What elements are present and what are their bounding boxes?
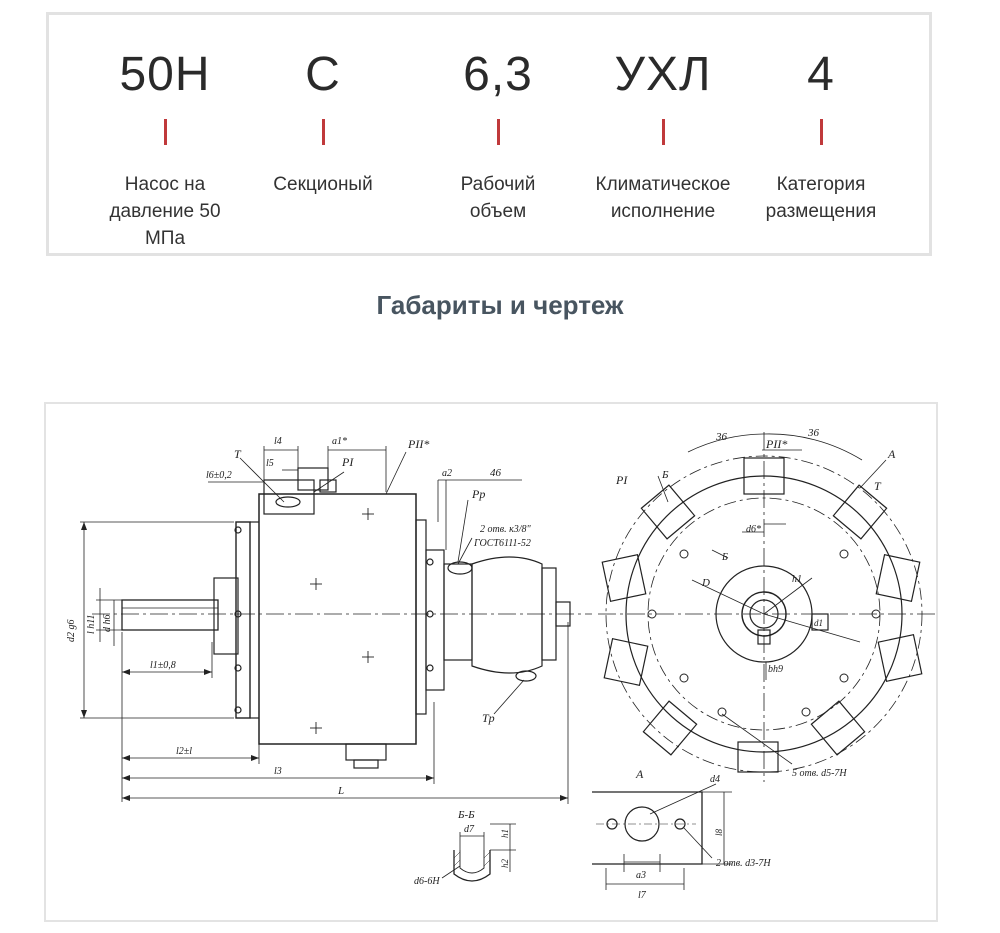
label-PII-top: PII* — [407, 437, 429, 451]
label-PI-top: PI — [341, 455, 354, 469]
label-d1: d1 — [814, 618, 823, 628]
label-36-right: 36 — [807, 427, 820, 439]
designation-description: Рабочий объем — [460, 174, 536, 222]
label-B-small: Б — [721, 552, 728, 563]
label-a2: a2 — [442, 468, 452, 479]
label-BB: Б-Б — [457, 809, 475, 821]
view-a — [592, 783, 732, 890]
label-h1-section: h1 — [500, 829, 510, 838]
label-l2: l2±l — [176, 746, 192, 757]
designation-description: Категория размещения — [765, 174, 877, 222]
label-l4: l4 — [274, 436, 282, 447]
label-46: 46 — [490, 467, 502, 479]
label-l8: l8 — [714, 828, 724, 836]
designation-code: 4 — [807, 48, 835, 101]
label-PI-right: PI — [615, 473, 628, 487]
designation-description: Секционый — [273, 174, 373, 195]
label-Pp: Pp — [471, 487, 485, 501]
label-l5: l5 — [266, 458, 274, 469]
label-d4: d4 — [710, 774, 720, 785]
label-36-left: 36 — [715, 431, 728, 443]
label-Tp: Tp — [482, 711, 495, 725]
label-L: L — [337, 785, 344, 797]
designation-code: 50Н — [119, 48, 211, 101]
designation-card: 50Н Насос на давление 50 МПа С Секционый… — [46, 12, 932, 256]
label-D: D — [701, 577, 710, 589]
section-bb — [441, 823, 516, 882]
label-l1: l1±0,8 — [150, 660, 176, 671]
front-view — [598, 432, 936, 782]
label-h2: h2 — [500, 859, 510, 869]
label-d6-star: d6* — [746, 524, 761, 535]
label-d2g6: d2 g6 — [66, 620, 77, 643]
label-h1-right: h1 — [792, 574, 802, 585]
label-gost: ГОСТ6111-52 — [473, 538, 531, 549]
designation-description: Насос на давление 50 МПа — [109, 174, 221, 249]
red-tick — [164, 119, 167, 145]
label-holes-k: 2 отв. к3/8" — [480, 524, 532, 535]
label-PII-right: PII* — [765, 437, 787, 451]
label-dh6: d h6 — [102, 615, 113, 633]
red-tick — [820, 119, 823, 145]
label-A-arrow: A — [887, 447, 896, 461]
label-B-cut: Б — [661, 469, 669, 481]
label-a1: a1* — [332, 436, 347, 447]
label-l7: l7 — [638, 890, 647, 901]
technical-drawing: T l4 a1* PII* l5 PI l6±0,2 a2 46 Pp 2 от… — [66, 427, 936, 901]
designation-code: С — [305, 48, 341, 101]
label-T-right: T — [874, 479, 882, 493]
section-title: Габариты и чертеж — [376, 290, 624, 320]
label-l3: l3 — [274, 766, 282, 777]
label-d7: d7 — [464, 824, 475, 835]
designation-description: Климатическое исполнение — [595, 174, 731, 222]
label-l6: l6±0,2 — [206, 470, 232, 481]
designation-code: УХЛ — [614, 48, 712, 101]
label-holes-5: 5 отв. d5-7H — [792, 768, 847, 779]
label-a3: a3 — [636, 870, 646, 881]
side-view — [80, 446, 592, 804]
red-tick — [497, 119, 500, 145]
drawing-labels: T l4 a1* PII* l5 PI l6±0,2 a2 46 Pp 2 от… — [66, 427, 896, 901]
technical-drawing-frame: T l4 a1* PII* l5 PI l6±0,2 a2 46 Pp 2 от… — [44, 402, 938, 922]
label-holes-2: 2 отв. d3-7H — [716, 858, 771, 869]
red-tick — [662, 119, 665, 145]
label-T-top: T — [234, 447, 242, 461]
designation-code: 6,3 — [463, 48, 533, 101]
label-bh9: bh9 — [768, 664, 783, 675]
label-A-view: A — [635, 767, 644, 781]
red-tick — [322, 119, 325, 145]
label-lh11: l h11 — [86, 614, 97, 634]
label-d6: d6-6H — [414, 876, 440, 887]
